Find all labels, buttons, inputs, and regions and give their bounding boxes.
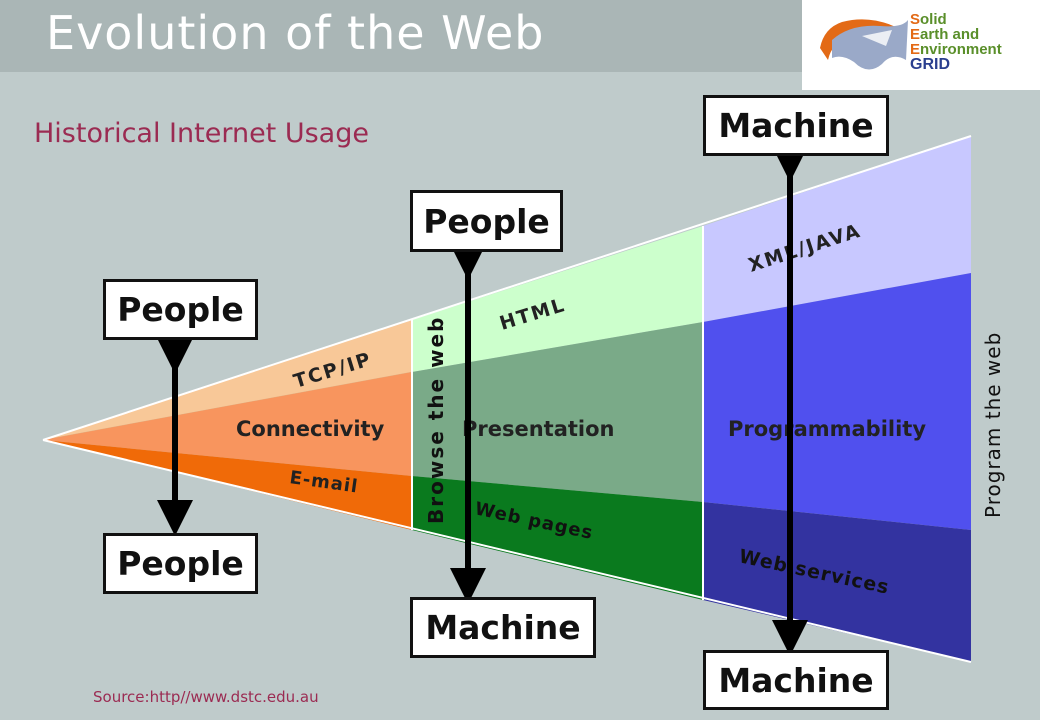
label-presentation: Presentation (462, 417, 615, 441)
people-box-left-bottom: People (103, 533, 258, 594)
subtitle: Historical Internet Usage (34, 118, 369, 149)
logo-text: Solid Earth and Environment GRID (910, 11, 1002, 73)
seg3-top-band (703, 136, 971, 322)
seg3-bot-band (703, 502, 971, 662)
people-box-middle-top: People (410, 190, 563, 252)
people-box-left-top: People (103, 279, 258, 340)
label-browse-the-web: Browse the web (424, 316, 448, 524)
seg3-mid-band (703, 273, 971, 530)
machine-box-middle-bottom: Machine (410, 597, 596, 658)
label-program-the-web: Program the web (981, 332, 1005, 518)
logo: Solid Earth and Environment GRID (802, 0, 1040, 90)
page-title: Evolution of the Web (46, 6, 545, 60)
source-credit: Source:http//www.dstc.edu.au (93, 688, 319, 706)
logo-graphic-icon (820, 19, 908, 70)
machine-box-right-top: Machine (703, 95, 889, 156)
machine-box-right-bottom: Machine (703, 650, 889, 710)
seg1-mid-band (43, 372, 412, 476)
label-connectivity: Connectivity (236, 417, 385, 441)
label-programmability: Programmability (728, 417, 926, 441)
